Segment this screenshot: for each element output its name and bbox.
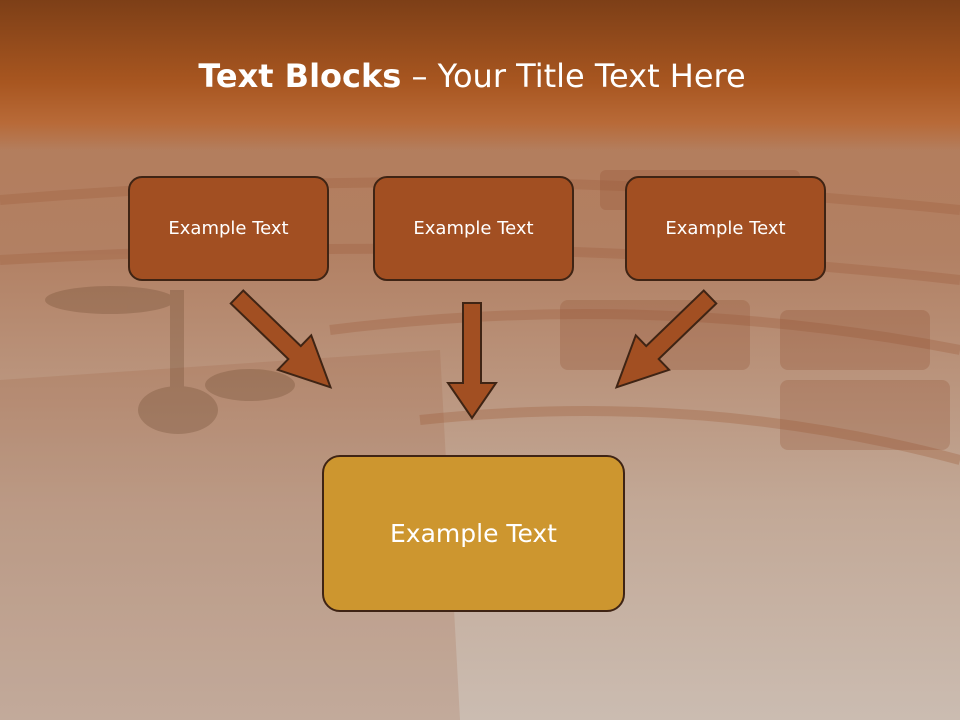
arrow-right-diagonal: [614, 289, 718, 389]
arrow-center-down: [446, 302, 498, 420]
title-bar: [0, 0, 960, 150]
title-bold-text: Text Blocks: [198, 57, 402, 95]
target-text-block[interactable]: Example Text: [322, 455, 625, 612]
text-block-1[interactable]: Example Text: [128, 176, 329, 281]
arrow-left-diagonal: [229, 289, 333, 389]
text-block-3[interactable]: Example Text: [625, 176, 826, 281]
title-dash: –: [401, 57, 438, 95]
target-text-block-label: Example Text: [390, 519, 557, 548]
text-block-2-label: Example Text: [413, 218, 534, 239]
slide-title: Text Blocks – Your Title Text Here: [0, 52, 944, 100]
text-block-2[interactable]: Example Text: [373, 176, 574, 281]
text-block-1-label: Example Text: [168, 218, 289, 239]
text-block-3-label: Example Text: [665, 218, 786, 239]
title-rest-text: Your Title Text Here: [437, 57, 746, 95]
